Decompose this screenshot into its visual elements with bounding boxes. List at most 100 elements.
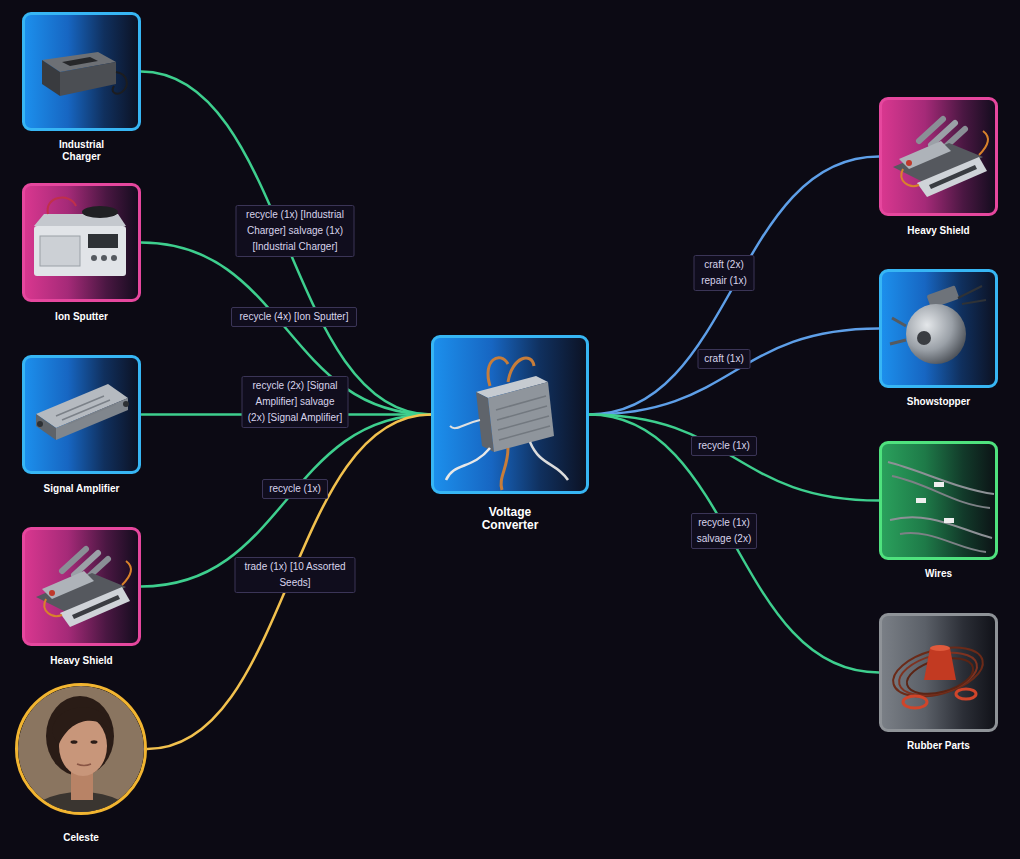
amplifier-connector xyxy=(37,421,43,427)
flow-connector xyxy=(589,415,879,673)
rubber-coil xyxy=(888,639,988,705)
item-card: Industrial Charger xyxy=(22,12,141,131)
wire-strand xyxy=(888,462,994,494)
edge-label: recycle (1x) xyxy=(262,479,328,499)
sputter-knob xyxy=(91,255,97,261)
showstopper-prong xyxy=(890,318,906,344)
flow-connector xyxy=(589,157,879,415)
rubber-plug-top xyxy=(930,645,950,651)
copper-wire xyxy=(508,358,534,382)
charger-side xyxy=(42,60,60,96)
portrait-eye xyxy=(91,740,98,744)
flow-connector xyxy=(589,329,879,415)
sputter-body xyxy=(34,226,126,276)
shield-illustration xyxy=(893,119,988,197)
sputter-display xyxy=(88,234,118,248)
wire-connector xyxy=(916,498,926,503)
portrait-face xyxy=(59,716,107,776)
amplifier-top xyxy=(36,384,128,428)
edge-label: craft (2x) repair (1x) xyxy=(694,255,755,291)
amplifier-connector xyxy=(123,401,129,407)
caption-wrap: Celeste xyxy=(16,832,146,844)
amplifier-front xyxy=(56,398,128,440)
item-card: Heavy Shield xyxy=(879,97,998,216)
portrait-ring xyxy=(17,685,146,814)
charger-slot xyxy=(62,57,98,66)
caption-wrap: Heavy Shield xyxy=(17,655,147,667)
portrait-mouth xyxy=(77,764,91,766)
amplifier-side xyxy=(36,414,56,440)
rubber-ring xyxy=(903,696,927,708)
item-name: Ion Sputter xyxy=(17,311,147,323)
item-name: Industrial Charger xyxy=(47,139,117,163)
copper-wire xyxy=(488,358,508,386)
portrait-illustration xyxy=(18,686,144,852)
portrait-shoulders xyxy=(25,792,137,852)
white-wire xyxy=(530,442,568,480)
white-wire xyxy=(446,448,490,480)
item-card: Heavy Shield xyxy=(22,527,141,646)
portrait-neck xyxy=(71,770,93,800)
item-name: Rubber Parts xyxy=(874,740,1004,752)
flow-connector xyxy=(147,415,431,750)
amplifier-ribs xyxy=(56,396,116,424)
caption-wrap: Rubber Parts xyxy=(874,740,1004,752)
caption-wrap: Heavy Shield xyxy=(874,225,1004,237)
white-wire xyxy=(450,420,480,428)
wire-connector xyxy=(944,518,954,523)
caption-wrap: Wires xyxy=(874,568,1004,580)
portrait-background xyxy=(18,686,144,812)
caption-wrap: Ion Sputter xyxy=(17,311,147,323)
edge-label: recycle (4x) [Ion Sputter] xyxy=(231,307,357,327)
caption-wrap: Industrial Charger xyxy=(47,139,117,163)
caption-wrap: Voltage Converter xyxy=(465,506,555,532)
item-card: Wires xyxy=(879,441,998,560)
item-name: Signal Amplifier xyxy=(17,483,147,495)
showstopper-mechanism xyxy=(927,285,960,308)
wire-strand xyxy=(892,476,990,508)
sputter-knob xyxy=(101,255,107,261)
shield-illustration xyxy=(36,549,131,627)
sputter-wire xyxy=(48,198,76,214)
item-name: Voltage Converter xyxy=(465,506,555,532)
charger-cable xyxy=(113,72,127,94)
edge-label: recycle (1x) salvage (2x) xyxy=(691,513,757,549)
rubber-plug xyxy=(924,648,956,680)
rubber-coil xyxy=(903,652,977,701)
item-card: Showstopper xyxy=(879,269,998,388)
portrait-fringe xyxy=(52,707,112,746)
sputter-knob xyxy=(111,255,117,261)
item-card: Signal Amplifier xyxy=(22,355,141,474)
portrait-frame xyxy=(15,683,147,815)
converter-ribs xyxy=(496,396,550,440)
item-name: Showstopper xyxy=(874,396,1004,408)
converter-side xyxy=(476,392,494,452)
flow-connector xyxy=(589,415,879,501)
edge-label: recycle (1x) xyxy=(691,436,757,456)
wire-strand xyxy=(890,517,992,538)
portrait-hair xyxy=(46,696,114,776)
caption-wrap: Showstopper xyxy=(874,396,1004,408)
item-card: Rubber Parts xyxy=(879,613,998,732)
item-name: Celeste xyxy=(16,832,146,844)
charger-top xyxy=(42,52,116,72)
edge-label: recycle (2x) [Signal Amplifier] salvage … xyxy=(242,376,349,428)
item-name: Heavy Shield xyxy=(874,225,1004,237)
charger-front xyxy=(60,62,116,96)
item-name: Heavy Shield xyxy=(17,655,147,667)
edge-label: craft (1x) xyxy=(698,349,751,369)
wire-connector xyxy=(934,482,944,487)
caption-wrap: Signal Amplifier xyxy=(17,483,147,495)
wire-strand xyxy=(900,533,986,552)
item-card: Ion Sputter xyxy=(22,183,141,302)
edge-label: recycle (1x) [Industrial Charger] salvag… xyxy=(236,205,355,257)
rubber-ring xyxy=(956,689,976,699)
rubber-coil xyxy=(894,645,981,702)
sputter-disc xyxy=(82,206,118,218)
portrait-eye xyxy=(71,740,78,744)
sputter-top xyxy=(34,214,126,226)
converter-front xyxy=(488,382,554,452)
showstopper-sphere xyxy=(906,304,966,364)
item-card: Voltage Converter xyxy=(431,335,589,494)
showstopper-eye xyxy=(917,331,931,345)
